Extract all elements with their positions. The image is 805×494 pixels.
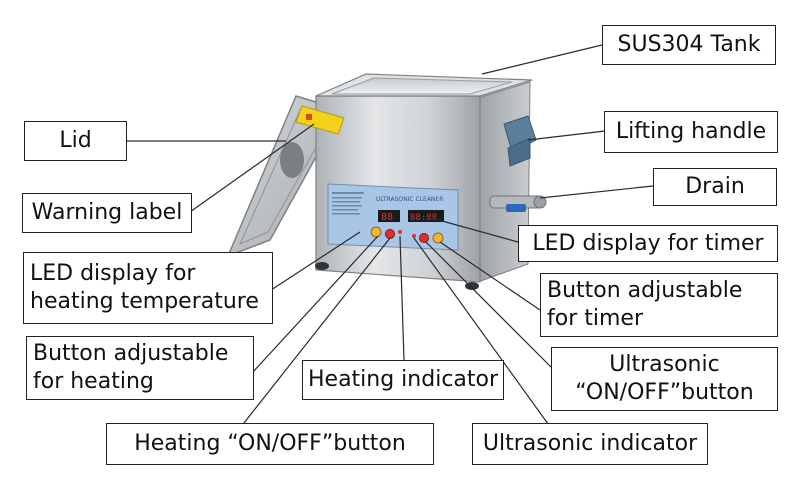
label-text: Ultrasonic indicator xyxy=(482,431,698,456)
leader-lines xyxy=(127,44,654,429)
heating-adjust-button[interactable] xyxy=(370,226,382,238)
label-text: Lifting handle xyxy=(615,119,767,144)
label-text-line1: Ultrasonic xyxy=(609,352,720,377)
label-lifting-handle: Lifting handle xyxy=(604,111,778,153)
label-led-timer: LED display for timer xyxy=(518,225,778,262)
label-button-heating: Button adjustable for heating xyxy=(26,336,254,400)
label-warning: Warning label xyxy=(22,193,192,233)
label-text-line1: Button adjustable xyxy=(547,278,743,303)
label-text-line2: for timer xyxy=(547,306,643,331)
label-text: Drain xyxy=(685,174,745,199)
label-text-line1: Button adjustable xyxy=(33,341,229,366)
led-display-temperature: 88 xyxy=(378,210,400,223)
label-ultrasonic-onoff: Ultrasonic “ON/OFF”button xyxy=(551,347,778,411)
label-text: LED display for timer xyxy=(532,230,764,256)
heating-indicator-light xyxy=(398,230,402,234)
label-text-line2: heating temperature xyxy=(30,289,259,314)
label-led-heating: LED display for heating temperature xyxy=(23,252,273,324)
ultrasonic-onoff-button[interactable] xyxy=(419,233,429,243)
label-drain: Drain xyxy=(653,168,777,206)
svg-text:88: 88 xyxy=(381,212,393,223)
lifting-handle-shape[interactable] xyxy=(503,115,537,167)
label-text: Heating indicator xyxy=(307,367,499,392)
heating-onoff-button[interactable] xyxy=(385,229,395,239)
label-button-timer: Button adjustable for timer xyxy=(540,273,778,337)
panel-title: ULTRASONIC CLEANER xyxy=(376,196,443,203)
warning-label-shape xyxy=(295,105,345,135)
drain-valve-shape[interactable] xyxy=(489,195,547,212)
label-text-line1: LED display for xyxy=(30,261,196,286)
label-lid: Lid xyxy=(24,121,127,161)
label-heating-indicator: Heating indicator xyxy=(302,360,504,400)
label-text-line2: “ON/OFF”button xyxy=(575,380,754,405)
svg-text:88:88: 88:88 xyxy=(410,213,437,223)
label-text: Warning label xyxy=(31,200,183,225)
timer-adjust-button[interactable] xyxy=(432,232,444,244)
label-sus304-tank: SUS304 Tank xyxy=(602,25,776,65)
label-text: Heating “ON/OFF”button xyxy=(134,431,406,456)
label-ultrasonic-indicator: Ultrasonic indicator xyxy=(472,423,708,465)
label-text-line2: for heating xyxy=(33,369,154,394)
label-text: SUS304 Tank xyxy=(617,32,761,57)
label-text: Lid xyxy=(59,128,92,153)
label-heating-onoff: Heating “ON/OFF”button xyxy=(106,423,434,465)
ultrasonic-indicator-light xyxy=(412,234,416,238)
